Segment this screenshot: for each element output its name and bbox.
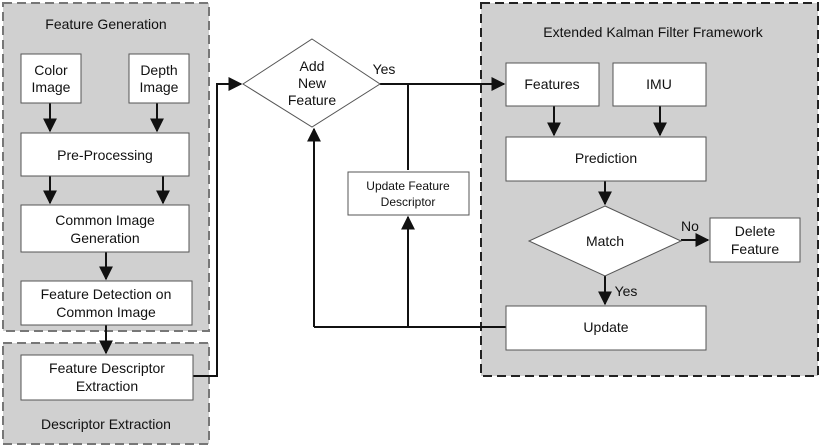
node-features: Features <box>505 62 600 107</box>
edge-label-no-match: No <box>681 218 699 234</box>
match-label: Match <box>586 233 624 249</box>
common-image-gen-line1: Common Image <box>55 212 155 228</box>
node-pre-processing: Pre-Processing <box>20 132 190 177</box>
common-image-gen-line2: Generation <box>70 230 139 246</box>
delete-feature-line2: Feature <box>731 241 779 257</box>
color-image-line2: Image <box>32 79 71 95</box>
edge-label-yes-match: Yes <box>615 283 638 299</box>
descriptor-extraction-title: Descriptor Extraction <box>41 416 171 432</box>
arrow-descriptor-to-addfeature <box>193 77 243 377</box>
descriptor-extraction-line2: Extraction <box>76 378 138 394</box>
feature-generation-title: Feature Generation <box>45 16 166 32</box>
node-match: Match <box>527 205 683 277</box>
connectors <box>43 77 710 377</box>
delete-feature-line1: Delete <box>735 223 776 239</box>
add-feature-line3: Feature <box>288 92 336 108</box>
node-add-new-feature: Add New Feature <box>242 38 381 128</box>
features-label: Features <box>524 76 579 92</box>
node-color-image: Color Image <box>20 53 82 104</box>
node-delete-feature: Delete Feature <box>709 217 801 263</box>
depth-image-line2: Image <box>140 79 179 95</box>
prediction-label: Prediction <box>575 150 637 166</box>
add-feature-line2: New <box>298 75 327 91</box>
node-update: Update <box>505 305 707 351</box>
feature-detection-line2: Common Image <box>56 304 156 320</box>
update-descriptor-line2: Descriptor <box>381 195 436 209</box>
feature-detection-line1: Feature Detection on <box>41 286 172 302</box>
node-imu: IMU <box>612 62 707 107</box>
imu-label: IMU <box>646 76 672 92</box>
add-feature-line1: Add <box>300 58 325 74</box>
update-label: Update <box>583 319 628 335</box>
node-update-feature-descriptor: Update Feature Descriptor <box>347 171 470 216</box>
node-feature-descriptor-extraction: Feature Descriptor Extraction <box>20 354 194 401</box>
node-depth-image: Depth Image <box>128 53 190 104</box>
color-image-line1: Color <box>34 62 68 78</box>
depth-image-line1: Depth <box>140 62 177 78</box>
node-feature-detection: Feature Detection on Common Image <box>20 280 193 326</box>
edge-label-yes-add: Yes <box>373 61 396 77</box>
update-descriptor-line1: Update Feature <box>366 179 450 193</box>
pre-processing-label: Pre-Processing <box>57 147 153 163</box>
ekf-framework-title: Extended Kalman Filter Framework <box>543 24 763 40</box>
node-common-image-generation: Common Image Generation <box>20 204 190 253</box>
node-prediction: Prediction <box>505 136 707 182</box>
descriptor-extraction-line1: Feature Descriptor <box>49 360 165 376</box>
